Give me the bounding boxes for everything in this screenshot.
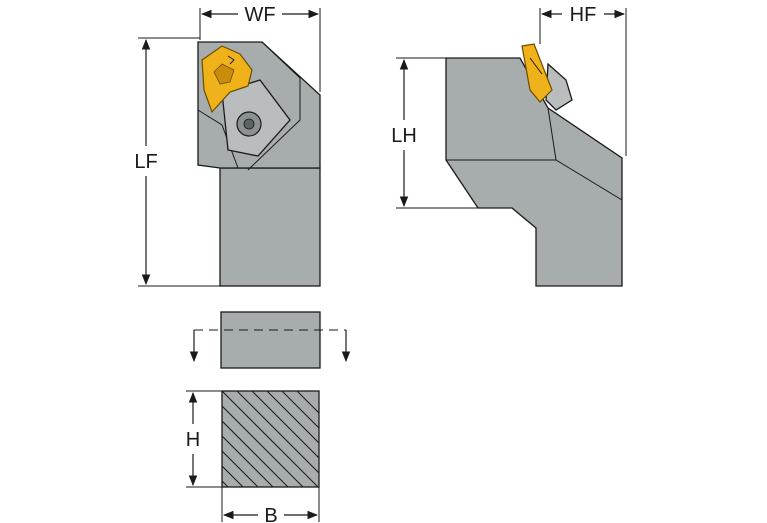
label-lf: LF <box>134 151 157 173</box>
end-view-body <box>220 311 321 369</box>
dim-hf: HF <box>539 4 627 156</box>
label-lh: LH <box>391 125 417 147</box>
side-view <box>445 43 623 287</box>
dim-wf: WF <box>199 4 321 92</box>
dim-b: B <box>221 487 320 523</box>
label-wf: WF <box>244 4 275 26</box>
dim-h: H <box>186 390 222 488</box>
shank <box>219 167 321 287</box>
shank-section <box>221 390 320 488</box>
top-view <box>197 41 321 287</box>
dim-lh: LH <box>391 57 478 209</box>
label-h: H <box>186 429 200 451</box>
label-hf: HF <box>570 4 597 26</box>
dim-lf: LF <box>134 37 220 287</box>
label-b: B <box>264 505 277 523</box>
end-view <box>189 311 351 369</box>
side-insert <box>521 43 553 103</box>
